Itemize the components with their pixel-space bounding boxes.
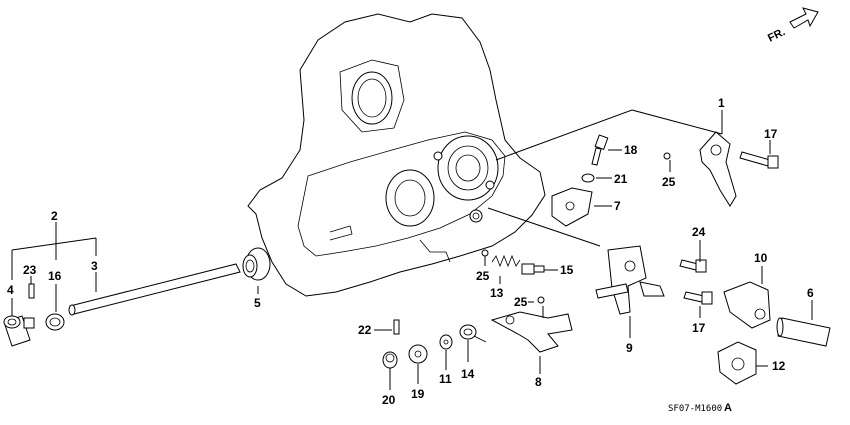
spring-13: [491, 254, 521, 268]
callout-5: 5: [254, 296, 261, 310]
bolt-24: [679, 259, 707, 273]
transmission-housing: [247, 13, 546, 297]
washer-21: [581, 173, 595, 183]
bolt-upper: [739, 151, 779, 169]
shift-fork-8: [490, 311, 573, 353]
shift-joint: [3, 315, 35, 347]
callout-25b: 25: [476, 269, 490, 283]
interlock-10: [723, 281, 771, 329]
steel-ball-middle: [481, 249, 489, 257]
leader-lines: [11, 109, 813, 390]
shift-arm-9: [595, 245, 665, 315]
bolt-15: [521, 263, 545, 275]
callout-23: 23: [23, 263, 37, 277]
callout-6: 6: [807, 286, 814, 300]
callout-15: 15: [560, 263, 574, 277]
callout-24: 24: [692, 225, 706, 239]
callout-1: 1: [718, 96, 725, 110]
callout-4: 4: [7, 283, 14, 297]
figure-code: SF07-M1600 A: [668, 402, 732, 414]
callout-25a: 25: [662, 175, 676, 189]
retaining-clip: [45, 313, 65, 331]
callout-17b: 17: [692, 321, 706, 335]
spring-14: [459, 324, 487, 343]
bracket-7: [551, 187, 593, 227]
callout-7: 7: [614, 199, 621, 213]
washer-11: [439, 334, 453, 350]
bolt-lower: [683, 291, 713, 305]
callout-14: 14: [461, 367, 475, 381]
spring-pin: [28, 283, 35, 299]
callout-8: 8: [535, 375, 542, 389]
callout-10: 10: [754, 251, 768, 265]
callout-25c: 25: [514, 295, 528, 309]
holder-12: [717, 341, 757, 385]
shift-rod: [68, 263, 241, 316]
callout-3: 3: [91, 259, 98, 273]
callout-2: 2: [51, 209, 58, 223]
callout-22: 22: [358, 323, 372, 337]
callout-16: 16: [48, 269, 62, 283]
steel-ball-upper: [663, 152, 671, 160]
direction-label: FR.: [766, 26, 787, 45]
steel-ball-lower: [537, 296, 545, 304]
front-direction-arrow: FR.: [766, 7, 819, 45]
callout-18: 18: [624, 143, 638, 157]
callout-21: 21: [614, 172, 628, 186]
callout-13: 13: [490, 286, 504, 300]
bushing: [242, 247, 271, 281]
figure-code-text: SF07-M1600: [668, 404, 722, 414]
callout-9: 9: [626, 341, 633, 355]
callout-labels: 1 2 3 4 5 6 7 8 9 10 11 12 13 14 15 16 1…: [7, 96, 814, 407]
callout-17a: 17: [764, 127, 778, 141]
figure-code-suffix: A: [724, 402, 732, 414]
collar-20: [382, 351, 398, 369]
bolt-18: [591, 134, 609, 166]
callout-19: 19: [411, 387, 425, 401]
callout-11: 11: [439, 372, 452, 386]
callout-12: 12: [772, 359, 786, 373]
callout-20: 20: [382, 393, 396, 407]
shaft-6: [776, 317, 831, 347]
pin-22: [393, 319, 400, 335]
washer-19: [408, 344, 428, 364]
select-lever-assembly: [699, 131, 737, 207]
